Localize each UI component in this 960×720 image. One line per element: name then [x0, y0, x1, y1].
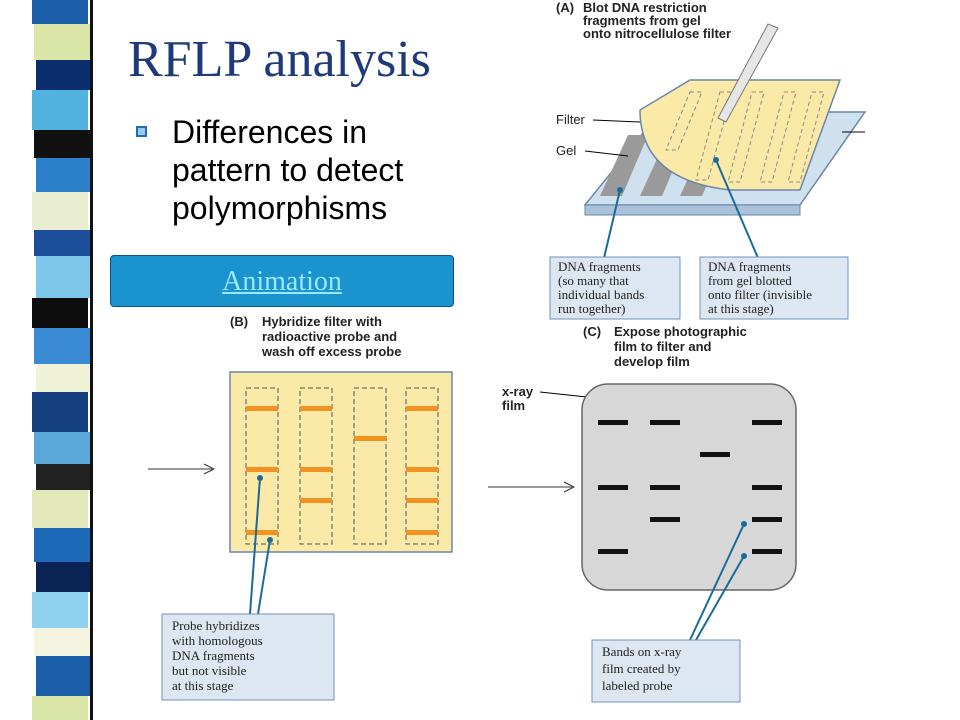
- film-bands: [598, 420, 782, 554]
- panel-c-caption-line2: film to filter and: [614, 339, 712, 354]
- panel-a-caption-line3: onto nitrocellulose filter: [583, 26, 731, 41]
- animation-link-label[interactable]: Animation: [222, 266, 342, 297]
- label-gel: Gel: [556, 143, 576, 158]
- decorative-side-strip: [0, 0, 110, 720]
- box-a-left-line2: (so many that: [558, 273, 629, 288]
- panel-b-caption-line3: wash off excess probe: [261, 344, 401, 359]
- box-a-right-line3: onto filter (invisible: [708, 287, 812, 302]
- probe-bands: [246, 406, 438, 535]
- box-c-line2: film created by: [602, 661, 681, 676]
- gel-slab-edge: [584, 204, 801, 216]
- square-bullet-icon: [136, 126, 147, 137]
- box-b-line2: with homologous: [172, 633, 263, 648]
- panel-b-letter: (B): [230, 314, 248, 329]
- box-c-line1: Bands on x-ray: [602, 644, 682, 659]
- label-filter: Filter: [556, 112, 586, 127]
- box-a-right-line2: from gel blotted: [708, 273, 792, 288]
- info-box-filter-fragments: [699, 256, 849, 320]
- filter-sheet: [639, 79, 842, 191]
- box-b-line1: Probe hybridizes: [172, 618, 260, 633]
- box-c-line3: labeled probe: [602, 678, 673, 693]
- info-box-blotted-fragments: [549, 256, 681, 320]
- box-a-right-line1: DNA fragments: [708, 259, 791, 274]
- box-b-line3: DNA fragments: [172, 648, 255, 663]
- panel-a-caption-line1: Blot DNA restriction: [583, 0, 707, 15]
- panel-b: (B) Hybridize filter with radioactive pr…: [148, 314, 453, 701]
- gel-lane: [600, 135, 648, 196]
- bullet-text: Differences in pattern to detect polymor…: [172, 114, 404, 226]
- panel-b-caption-line1: Hybridize filter with: [262, 314, 382, 329]
- box-a-left-line3: individual bands: [558, 287, 644, 302]
- box-a-left-line4: run together): [558, 301, 626, 316]
- x-ray-film: [581, 383, 797, 591]
- label-film-line2: film: [502, 398, 525, 413]
- box-a-right-line4: at this stage): [708, 301, 774, 316]
- box-b-line5: at this stage: [172, 678, 234, 693]
- panel-a-caption-line2: fragments from gel: [583, 13, 701, 28]
- panel-a-letter: (A): [556, 0, 574, 15]
- panel-c: (C) Expose photographic film to filter a…: [488, 324, 797, 703]
- panel-a: (A) Blot DNA restriction fragments from …: [549, 0, 867, 320]
- box-a-left-line1: DNA fragments: [558, 259, 641, 274]
- forceps: [717, 23, 779, 123]
- info-box-film-bands: [591, 639, 741, 703]
- box-b-line4: but not visible: [172, 663, 247, 678]
- info-box-probe-hybridizes: [161, 613, 335, 701]
- hybridized-filter: [229, 371, 453, 553]
- panel-c-caption-line3: develop film: [614, 354, 690, 369]
- slide-title: RFLP analysis: [128, 31, 431, 88]
- panel-c-caption-line1: Expose photographic: [614, 324, 747, 339]
- panel-b-caption-line2: radioactive probe and: [262, 329, 397, 344]
- label-film-line1: x-ray: [502, 384, 534, 399]
- panel-c-letter: (C): [583, 324, 601, 339]
- animation-link-button[interactable]: Animation: [110, 255, 454, 307]
